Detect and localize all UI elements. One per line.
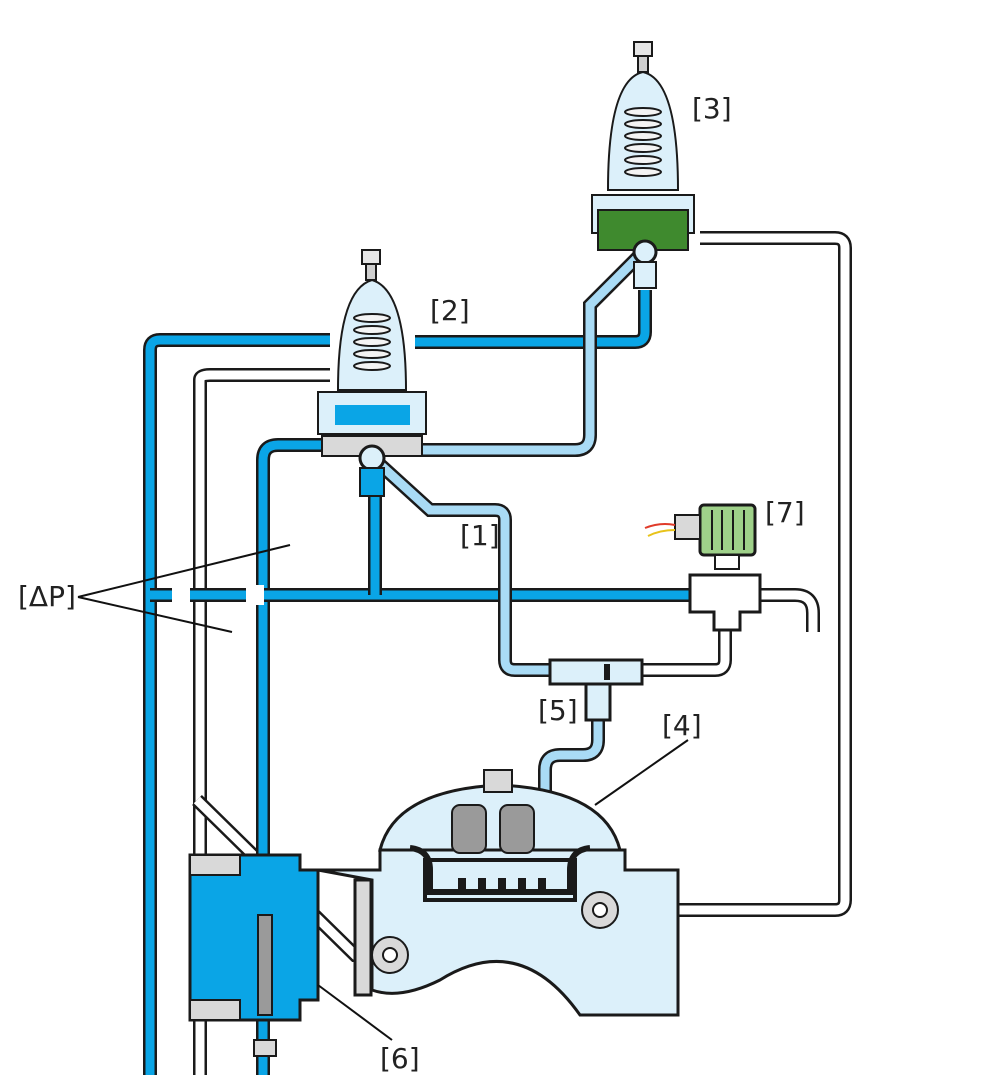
label-pressure-pilot-2: [2] xyxy=(430,294,470,327)
leader-lines xyxy=(77,544,689,1041)
solenoid-discharge-line xyxy=(760,588,820,632)
cover-chamber-line xyxy=(538,715,605,800)
pressure-pilot-3 xyxy=(591,41,695,289)
label-main-valve-4: [4] xyxy=(662,709,702,742)
main-valve-4 xyxy=(188,769,680,1057)
label-pilot-line-1: [1] xyxy=(460,519,500,552)
label-solenoid-valve-7: [7] xyxy=(765,496,805,529)
label-tee-fitting-5: [5] xyxy=(538,694,578,727)
downstream-sensing-line xyxy=(605,231,852,917)
label-differential-pressure: [ΔP] xyxy=(18,580,76,613)
sensing-line-horizontal xyxy=(150,490,690,605)
high-pressure-line-inlet xyxy=(256,438,330,1075)
pressure-pilot-2 xyxy=(317,249,427,497)
label-pressure-pilot-3: [3] xyxy=(692,92,732,125)
high-pressure-line-left xyxy=(143,290,652,1075)
pilot-interconnect-line xyxy=(420,250,645,457)
label-orifice-plate-6: [6] xyxy=(380,1042,420,1075)
pilot-line-1 xyxy=(370,454,732,677)
solenoid-valve-7 xyxy=(644,503,762,632)
tee-fitting-5 xyxy=(548,658,644,722)
